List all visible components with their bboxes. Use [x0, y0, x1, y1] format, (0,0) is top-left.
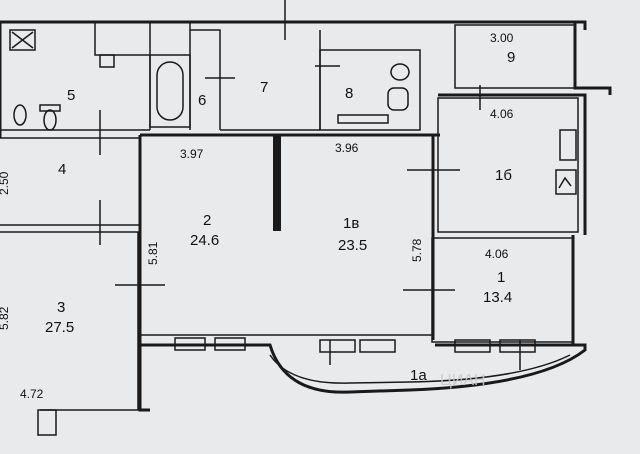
room-5-number: 5 — [67, 87, 75, 104]
room-1a-number: 1а — [410, 367, 427, 384]
room-9-number: 9 — [507, 49, 515, 66]
dim-578: 5.78 — [410, 238, 424, 262]
room-8-number: 8 — [345, 85, 353, 102]
dim-581: 5.81 — [146, 241, 160, 265]
room-2-number: 2 — [203, 212, 211, 229]
room-7-number: 7 — [260, 79, 268, 96]
room-9-area: 3.00 — [490, 31, 514, 45]
dim-582: 5.82 — [0, 306, 11, 330]
outer-wall-top — [0, 20, 587, 30]
room-1-area: 13.4 — [483, 289, 512, 306]
dim-472: 4.72 — [20, 387, 44, 401]
room-3-number: 3 — [57, 299, 65, 316]
dim-397: 3.97 — [180, 147, 204, 161]
dim-396: 3.96 — [335, 141, 359, 155]
dim-406-top: 4.06 — [490, 107, 514, 121]
room-1-number: 1 — [497, 269, 505, 286]
room-6-number: 6 — [198, 92, 206, 109]
room-4-number: 4 — [58, 161, 66, 178]
room-2-area: 24.6 — [190, 232, 219, 249]
dim-406-bottom: 4.06 — [485, 247, 509, 261]
room-3-area: 27.5 — [45, 319, 74, 336]
room-1v-area: 23.5 — [338, 237, 367, 254]
dim-250: 2.50 — [0, 171, 11, 195]
room-1b-number: 1б — [495, 167, 512, 184]
room-1v-number: 1в — [343, 215, 359, 232]
watermark-text: ЦИАН — [440, 372, 486, 389]
